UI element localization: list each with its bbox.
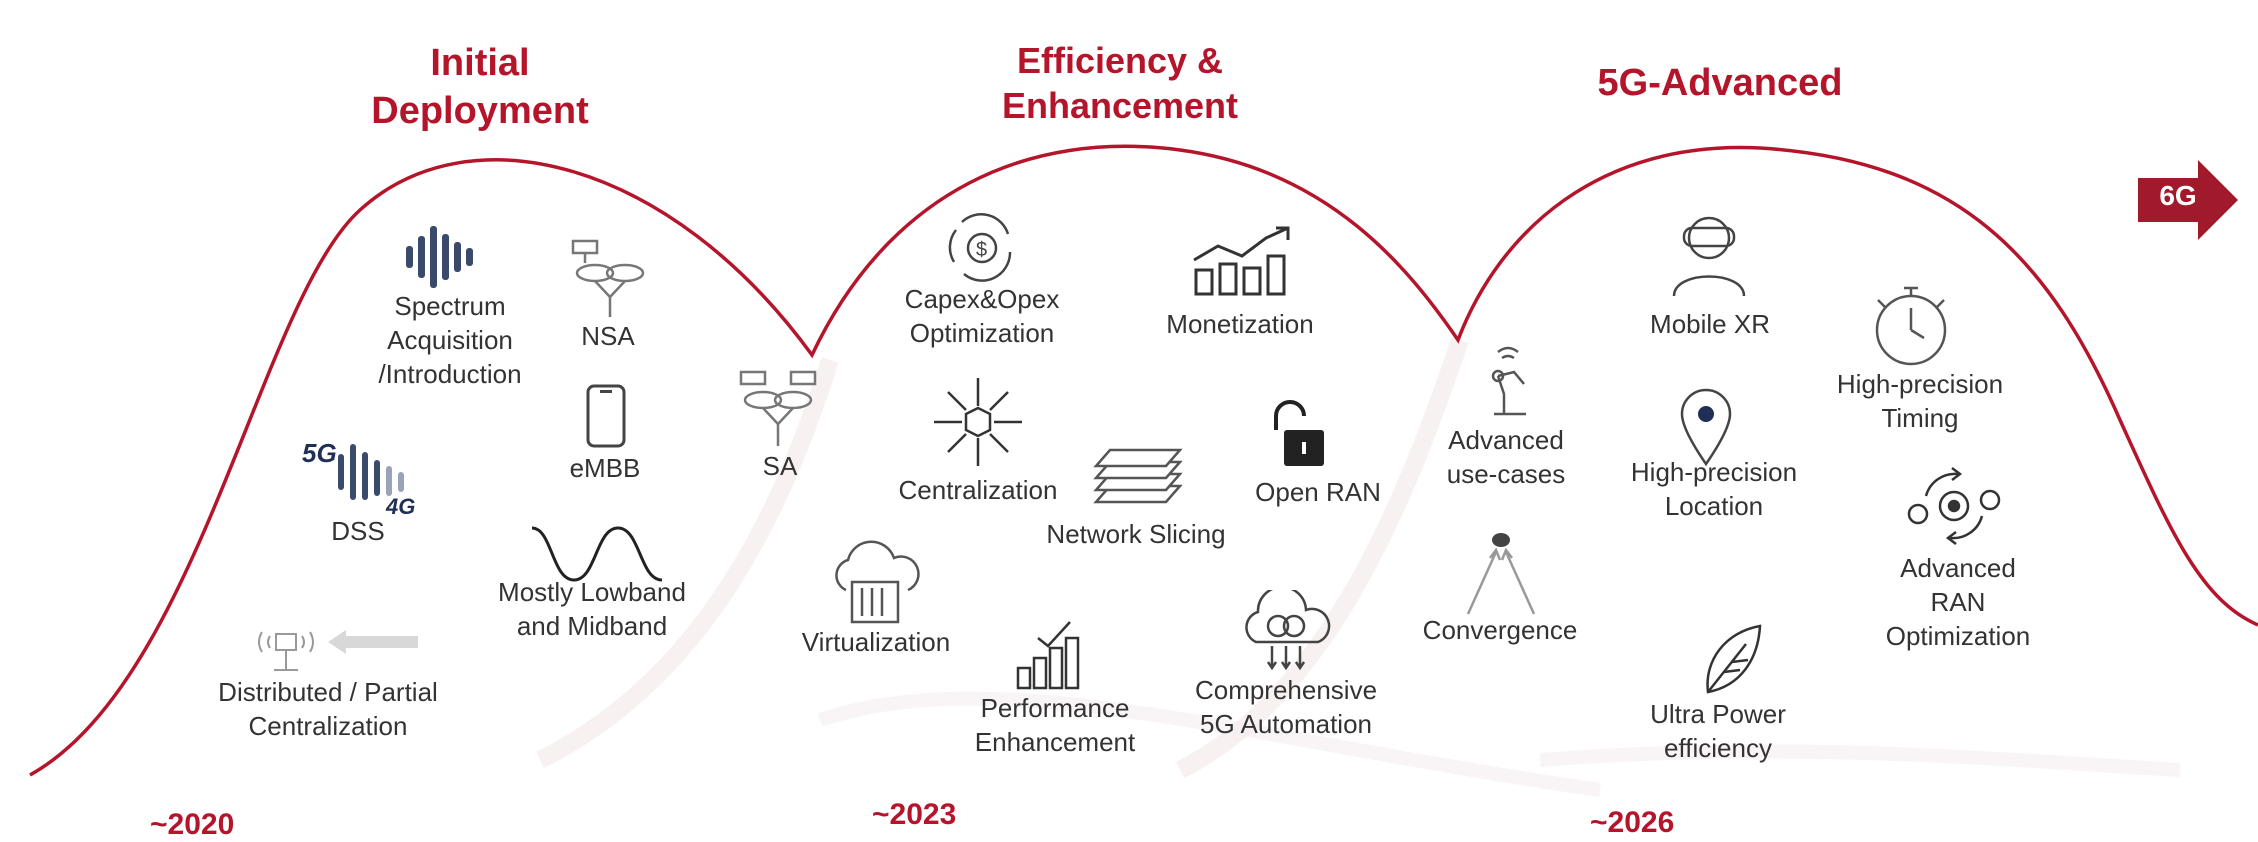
label-convergence: Convergence xyxy=(1422,615,1578,645)
label-performance: Performance Enhancement xyxy=(974,693,1136,757)
layers-icon xyxy=(1093,448,1183,504)
curve-shadow-1 xyxy=(535,357,839,769)
centralization-icon xyxy=(934,378,1022,466)
label-ran-optimization: Advanced RAN Optimization xyxy=(1885,553,2031,651)
capex-dollar-text: $ xyxy=(976,239,987,261)
leaf-icon xyxy=(1706,624,1762,694)
convergence-icon xyxy=(1466,533,1536,615)
label-dss: DSS xyxy=(331,516,385,546)
wave-icon xyxy=(531,526,663,582)
capex-cycle-icon: $ xyxy=(948,213,1012,282)
label-centralization: Centralization xyxy=(898,475,1058,505)
label-mobile-xr: Mobile XR xyxy=(1650,309,1770,339)
label-network-slicing: Network Slicing xyxy=(1046,519,1226,549)
curve-shadow-3 xyxy=(817,691,1601,797)
label-monetization: Monetization xyxy=(1166,309,1314,339)
monetization-chart-icon xyxy=(1193,226,1290,296)
spectrum-icon xyxy=(406,226,473,288)
next-arrow-icon xyxy=(2138,160,2238,240)
phase-title-efficiency-line2: Enhancement xyxy=(1001,85,1239,126)
label-embb: eMBB xyxy=(569,453,641,483)
next-label: 6G xyxy=(2159,180,2197,211)
stopwatch-icon xyxy=(1875,286,1947,366)
year-2026: ~2026 xyxy=(1590,806,1675,839)
antenna-centralization-icon xyxy=(258,630,418,671)
open-lock-icon xyxy=(1274,400,1324,466)
phase-title-initial: Initial Deployment xyxy=(340,40,620,135)
label-capex: Capex&Opex Optimization xyxy=(904,284,1060,348)
label-sa: SA xyxy=(762,451,798,481)
label-lowband: Mostly Lowband and Midband xyxy=(498,577,686,641)
phase-title-initial-line2: Deployment xyxy=(371,89,589,132)
phase-title-efficiency-line1: Efficiency & xyxy=(1016,40,1224,81)
vr-headset-user-icon xyxy=(1672,216,1746,297)
sa-icon xyxy=(739,370,817,446)
label-spectrum: Spectrum Acquisition /Introduction xyxy=(378,291,522,389)
label-location: High-precision Location xyxy=(1630,457,1798,521)
dss-4g-text: 4G xyxy=(385,494,415,519)
robot-arm-icon xyxy=(1491,346,1526,416)
5g-4g-dss-icon: 5G 4G xyxy=(302,438,415,519)
smartphone-icon xyxy=(586,384,626,448)
label-distributed: Distributed / Partial Centralization xyxy=(218,677,438,741)
performance-bars-icon xyxy=(1016,621,1080,690)
year-2023: ~2023 xyxy=(872,798,957,831)
label-nsa: NSA xyxy=(581,321,635,351)
label-automation: Comprehensive 5G Automation xyxy=(1194,675,1378,739)
phase-title-5g-advanced: 5G-Advanced xyxy=(1560,60,1880,108)
cloud-brain-icon xyxy=(1245,590,1331,671)
ran-optimization-icon xyxy=(1907,467,2001,545)
curve-shadow-4 xyxy=(1539,744,2181,777)
label-power: Ultra Power efficiency xyxy=(1650,699,1786,763)
label-open-ran: Open RAN xyxy=(1255,477,1381,507)
main-curve xyxy=(29,144,2258,777)
cloud-server-icon xyxy=(835,540,920,624)
label-timing: High-precision Timing xyxy=(1836,369,2004,433)
nsa-icon xyxy=(571,239,645,317)
phase-title-efficiency: Efficiency & Enhancement xyxy=(970,38,1270,128)
dss-5g-text: 5G xyxy=(302,438,337,468)
label-advanced-use-cases: Advanced use-cases xyxy=(1446,425,1566,489)
label-virtualization: Virtualization xyxy=(801,627,951,657)
phase-title-5g-advanced-line1: 5G-Advanced xyxy=(1597,62,1843,104)
year-2020: ~2020 xyxy=(150,808,235,841)
location-pin-icon xyxy=(1680,388,1732,467)
phase-title-initial-line1: Initial xyxy=(430,42,530,84)
